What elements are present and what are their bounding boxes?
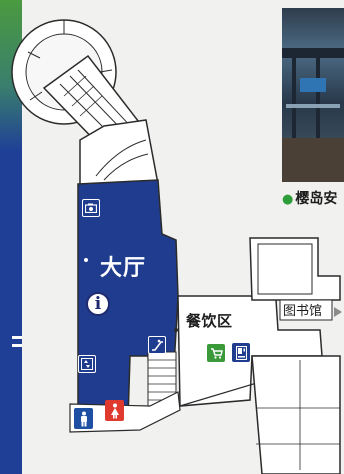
right-building (249, 237, 341, 474)
library-arrow-icon (334, 307, 342, 317)
info-icon: i (86, 292, 110, 316)
entrance-vestibule (79, 119, 159, 191)
map-dot (174, 328, 178, 332)
mens-restroom-icon (74, 408, 93, 429)
side-band-tick (12, 336, 22, 339)
map-dot (84, 258, 88, 262)
library-label-box (279, 299, 333, 321)
side-band (0, 0, 22, 474)
elevator-icon (78, 355, 96, 373)
photo-caption-text: 樱岛安 (295, 191, 338, 207)
shop-icon (207, 344, 225, 362)
restroom-block (69, 391, 181, 433)
escalator-icon (148, 336, 166, 354)
dining-label: 餐饮区 (186, 312, 233, 330)
side-band-tick (12, 344, 22, 347)
caption-bullet-icon: ● (282, 192, 294, 207)
library-label: 图书馆 (283, 304, 323, 319)
womens-restroom-icon (105, 400, 124, 421)
photo-spot-icon (82, 199, 100, 217)
vending-machine-icon (232, 343, 250, 362)
hall-label: 大厅 (100, 256, 147, 281)
location-photo (282, 8, 344, 182)
photo-caption: ●樱岛安 (282, 188, 337, 208)
